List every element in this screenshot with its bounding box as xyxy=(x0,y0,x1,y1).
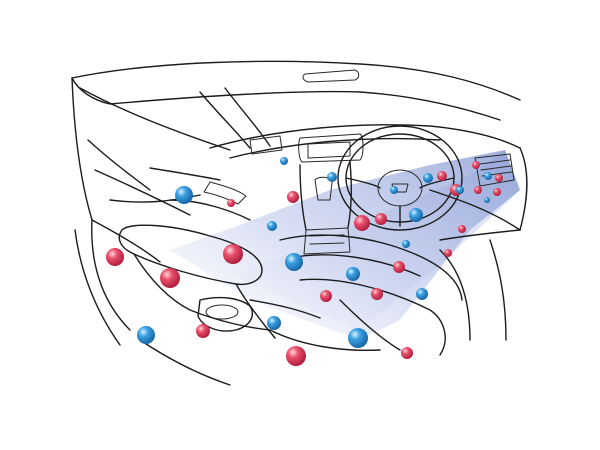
positive-ion-particle xyxy=(437,171,447,181)
cupholder xyxy=(205,304,239,320)
positive-ion-particle xyxy=(444,249,452,257)
positive-ion-particle xyxy=(227,199,235,207)
ion-particles xyxy=(106,157,503,366)
negative-ion-particle xyxy=(285,253,303,271)
right-air-vent xyxy=(474,153,515,187)
negative-ion-particle xyxy=(267,316,281,330)
negative-ion-particle xyxy=(402,240,410,248)
negative-ion-particle xyxy=(346,267,360,281)
positive-ion-particle xyxy=(287,191,299,203)
left-air-vent xyxy=(249,135,283,155)
driver-seat xyxy=(249,234,463,356)
positive-ion-particle xyxy=(375,213,387,225)
steering-wheel xyxy=(337,125,463,231)
negative-ion-particle xyxy=(267,221,277,231)
negative-ion-particle xyxy=(423,173,433,183)
positive-ion-particle xyxy=(474,186,482,194)
negative-ion-particle xyxy=(280,157,288,165)
positive-ion-particle xyxy=(495,174,503,182)
positive-ion-particle xyxy=(371,288,383,300)
negative-ion-particle xyxy=(416,288,428,300)
positive-ion-particle xyxy=(106,248,124,266)
dashboard xyxy=(209,124,528,241)
negative-ion-particle xyxy=(137,326,155,344)
negative-ion-particle xyxy=(175,186,193,204)
negative-ion-particle xyxy=(484,197,490,203)
negative-ion-particle xyxy=(327,172,337,182)
positive-ion-particle xyxy=(223,244,243,264)
negative-ion-particle xyxy=(484,172,492,180)
negative-ion-particle xyxy=(348,328,368,348)
airflow-beam xyxy=(170,150,520,340)
positive-ion-particle xyxy=(160,268,180,288)
positive-ion-particle xyxy=(196,324,210,338)
windshield-frame xyxy=(71,60,521,151)
left-door xyxy=(71,77,247,346)
positive-ion-particle xyxy=(458,225,466,233)
positive-ion-particle xyxy=(493,188,501,196)
positive-ion-particle xyxy=(401,347,413,359)
positive-ion-particle xyxy=(354,215,370,231)
positive-ion-particle xyxy=(393,261,405,273)
positive-ion-particle xyxy=(286,346,306,366)
negative-ion-particle xyxy=(409,208,423,222)
negative-ion-particle xyxy=(456,186,464,194)
negative-ion-particle xyxy=(390,186,398,194)
rearview-mirror xyxy=(302,69,360,83)
positive-ion-particle xyxy=(472,161,480,169)
positive-ion-particle xyxy=(320,290,332,302)
